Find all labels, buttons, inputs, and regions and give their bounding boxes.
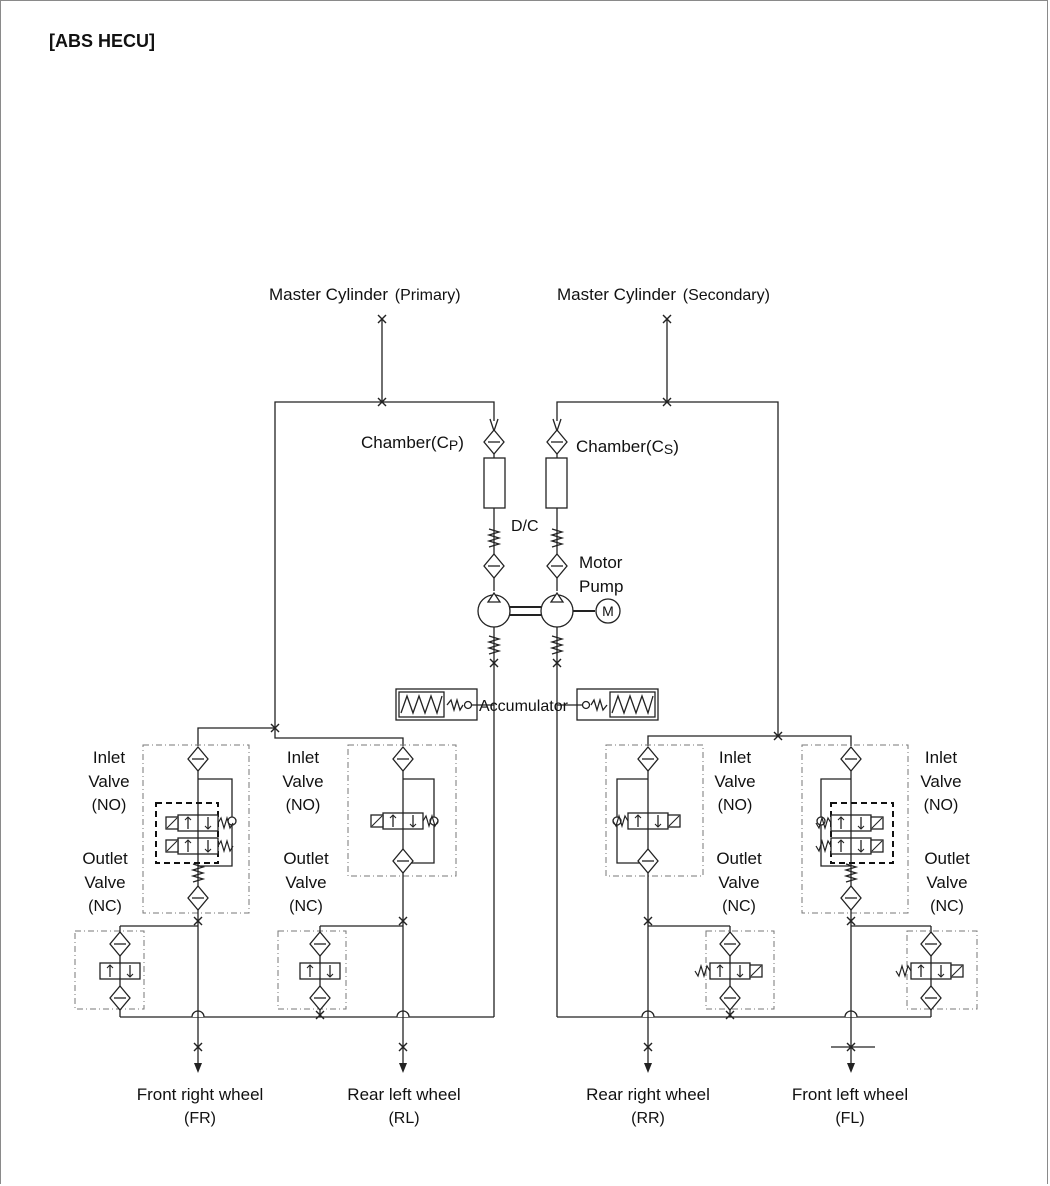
fl-inlet-no-label: (NO) bbox=[924, 797, 959, 814]
pump-label: Pump bbox=[579, 577, 623, 596]
mc-secondary-label: Master Cylinder (Secondary) bbox=[557, 285, 770, 304]
rl-inlet-no-label: (NO) bbox=[286, 797, 321, 814]
rl-outlet-valve-label: Valve bbox=[285, 873, 326, 892]
wheel-fl-code: (FL) bbox=[835, 1110, 864, 1127]
rr-inlet-valve-label: Valve bbox=[714, 772, 755, 791]
fr-outlet-nc-label: (NC) bbox=[88, 898, 122, 915]
fr-inlet-valve-label: Valve bbox=[88, 772, 129, 791]
page-title: [ABS HECU] bbox=[49, 31, 155, 51]
wheel-rl-code: (RL) bbox=[388, 1110, 419, 1127]
fr-outlet-valve-label: Valve bbox=[84, 873, 125, 892]
rl-outlet-label: Outlet bbox=[283, 849, 329, 868]
motor-label: Motor bbox=[579, 553, 623, 572]
fl-outlet-label: Outlet bbox=[924, 849, 970, 868]
wheel-fr-code: (FR) bbox=[184, 1110, 216, 1127]
wheel-fr-name: Front right wheel bbox=[137, 1085, 264, 1104]
wheel-rr-code: (RR) bbox=[631, 1110, 665, 1127]
secondary-circuit: M bbox=[510, 314, 978, 1073]
fl-inlet-label: Inlet bbox=[925, 748, 957, 767]
chamber-cs-icon bbox=[545, 457, 568, 509]
chamber-cp-icon bbox=[483, 457, 506, 509]
rr-outlet-label: Outlet bbox=[716, 849, 762, 868]
rl-inlet-label: Inlet bbox=[287, 748, 319, 767]
wheel-rl-name: Rear left wheel bbox=[347, 1085, 460, 1104]
wheel-fl-name: Front left wheel bbox=[792, 1085, 908, 1104]
dc-label: D/C bbox=[511, 518, 539, 535]
primary-circuit bbox=[74, 314, 511, 1073]
fl-outlet-valve-label: Valve bbox=[926, 873, 967, 892]
wheel-rr-name: Rear right wheel bbox=[586, 1085, 710, 1104]
rr-outlet-valve-label: Valve bbox=[718, 873, 759, 892]
motor-symbol: M bbox=[602, 603, 614, 619]
fl-outlet-nc-label: (NC) bbox=[930, 898, 964, 915]
rr-outlet-nc-label: (NC) bbox=[722, 898, 756, 915]
accumulator-label: Accumulator bbox=[479, 698, 569, 715]
rl-inlet-valve-label: Valve bbox=[282, 772, 323, 791]
rr-inlet-no-label: (NO) bbox=[718, 797, 753, 814]
fr-inlet-label: Inlet bbox=[93, 748, 125, 767]
motor-icon bbox=[595, 598, 621, 624]
fl-inlet-valve-label: Valve bbox=[920, 772, 961, 791]
fr-inlet-no-label: (NO) bbox=[92, 797, 127, 814]
chamber-cp-label: Chamber(CP) bbox=[361, 433, 464, 453]
chamber-cs-label: Chamber(CS) bbox=[576, 437, 679, 457]
diagram-labels: Master Cylinder (Primary) Master Cylinde… bbox=[82, 285, 970, 1127]
rr-inlet-label: Inlet bbox=[719, 748, 751, 767]
mc-primary-label: Master Cylinder (Primary) bbox=[269, 285, 461, 304]
fr-outlet-label: Outlet bbox=[82, 849, 128, 868]
rl-outlet-nc-label: (NC) bbox=[289, 898, 323, 915]
